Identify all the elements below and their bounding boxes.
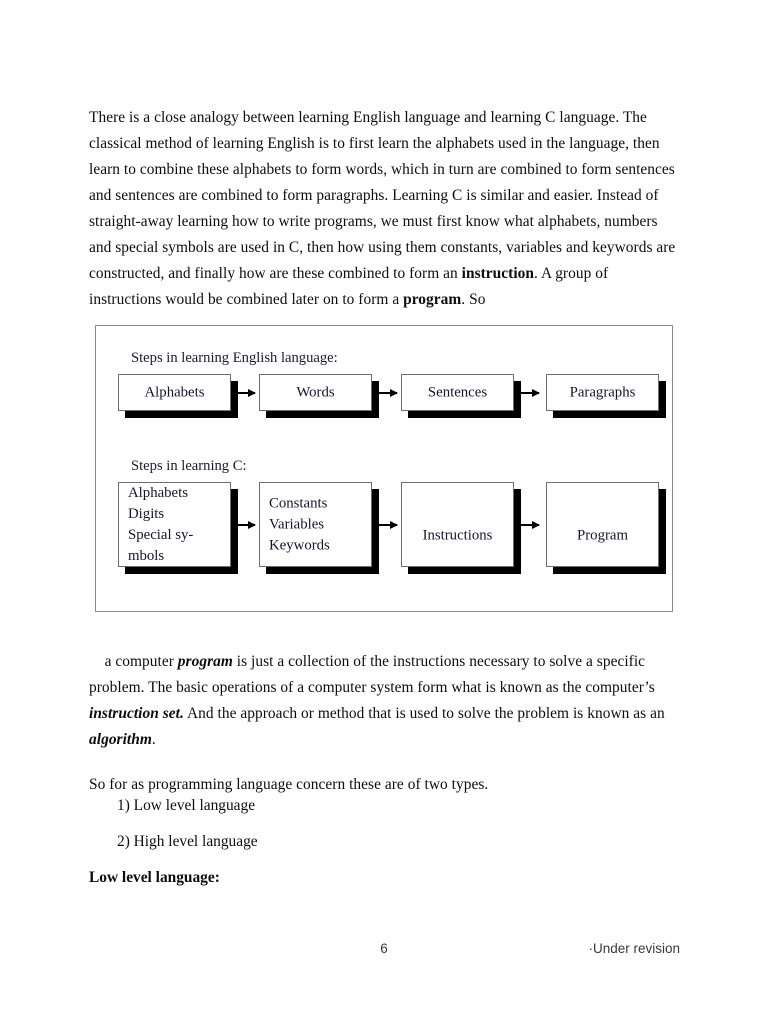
paragraph-after-figure: a computer program is just a collection … [89, 649, 681, 753]
flow-box-paragraphs: Paragraphs [546, 374, 659, 411]
flow-box-alphabets-digits-symbols: Alphabets Digits Special sy- mbols [118, 482, 231, 567]
paragraph-after-text-3: And the approach or method that is used … [183, 705, 665, 723]
arrow-sentences-to-paragraphs [521, 388, 540, 397]
footer-page-number: 6 [380, 941, 388, 956]
footer-revision-note: ·Under revision [588, 941, 680, 956]
paragraph-intro-text-2: . A group of instructions would be combi… [89, 265, 609, 309]
flow-box-words-label: Words [296, 384, 335, 400]
figure-learning-steps: Steps in learning English language: Alph… [95, 325, 673, 612]
flow-box-instructions-label: Instructions [422, 527, 493, 544]
flow-box-alphabets-label: Alphabets [144, 384, 205, 400]
flow-box-constants-variables-keywords-lines: Constants Variables Keywords [260, 493, 371, 556]
paragraph-intro-bold-instruction: instruction [461, 265, 535, 283]
flow-box-constants-variables-keywords: Constants Variables Keywords [259, 482, 372, 567]
figure-label-c-steps: Steps in learning C: [131, 458, 247, 474]
paragraph-intro-text-3: . So [461, 291, 486, 309]
paragraph-intro-bold-program: program [403, 291, 462, 309]
flow-box-program: Program [546, 482, 659, 567]
arrow-words-to-sentences [379, 388, 398, 397]
arrow-alphabets-to-constants [237, 520, 256, 529]
flow-box-line: Keywords [269, 537, 330, 553]
flow-box-paragraphs-label: Paragraphs [569, 384, 636, 400]
arrow-constants-to-instructions [379, 520, 398, 529]
flow-box-words: Words [259, 374, 372, 411]
figure-label-english-steps: Steps in learning English language: [131, 350, 338, 366]
paragraph-intro-text-1: There is a close analogy between learnin… [89, 109, 676, 283]
flow-box-line: Digits [128, 505, 165, 522]
paragraph-after-text-4: . [151, 731, 156, 749]
flow-box-line: Constants [269, 495, 328, 511]
flow-box-line: mbols [128, 547, 165, 564]
heading-low-level-language: Low level language: [89, 869, 220, 886]
flow-box-line: Variables [269, 516, 325, 532]
flow-box-sentences: Sentences [401, 374, 514, 411]
flow-box-sentences-label: Sentences [427, 384, 488, 400]
flow-box-instructions: Instructions [401, 482, 514, 567]
list-item-low-level-language: 1) Low level language [117, 797, 256, 814]
paragraph-after-emphasis-algorithm: algorithm [89, 731, 152, 749]
paragraph-two-types: So for as programming language concern t… [89, 776, 489, 794]
flow-box-alphabets: Alphabets [118, 374, 231, 411]
paragraph-after-text-1: a computer [104, 653, 178, 671]
list-item-high-level-language: 2) High level language [117, 833, 258, 850]
paragraph-after-emphasis-instruction-set: instruction set. [89, 705, 184, 723]
paragraph-after-text-2: is just a collection of the instructions… [89, 653, 655, 697]
paragraph-after-emphasis-program: program [177, 653, 233, 671]
flow-box-line: Alphabets [128, 484, 188, 501]
flow-box-line: Special sy- [128, 526, 194, 543]
arrow-alphabets-to-words [237, 388, 256, 397]
arrow-instructions-to-program [521, 520, 540, 529]
paragraph-intro: There is a close analogy between learnin… [89, 105, 678, 313]
flow-box-alphabets-digits-symbols-lines: Alphabets Digits Special sy- mbols [119, 483, 230, 567]
flow-box-program-label: Program [577, 527, 628, 544]
